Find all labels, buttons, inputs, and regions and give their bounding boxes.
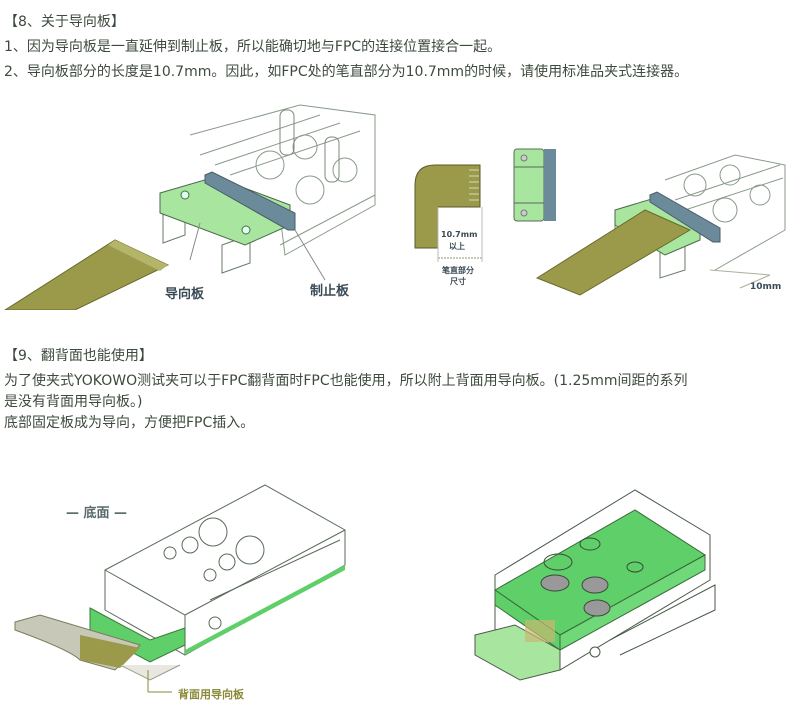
figure-assembled-clip <box>460 480 760 700</box>
fpc-dimension-diagram <box>414 164 483 262</box>
bottom-view-illustration <box>14 484 346 693</box>
label-back-guide-plate: 背面用导向板 <box>178 688 244 701</box>
dim-caption-line-1: 笔直部分 <box>442 266 474 275</box>
figure-fpc-inserted: 10mm <box>525 130 790 305</box>
dim-10mm-label: 10mm <box>750 282 782 292</box>
figure-guide-plate-clip: 导向板 制止板 <box>0 95 390 311</box>
section-8-line-2: 2、导向板部分的长度是10.7mm。因此，如FPC处的笔直部分为10.7mm的时… <box>4 64 689 80</box>
section-8-heading: 【8、关于导向板】 <box>4 14 125 30</box>
section-9-line-3: 底部固定板成为导向，方便把FPC插入。 <box>4 415 255 431</box>
assembled-clip-illustration <box>474 489 716 681</box>
clip-illustration <box>3 104 376 311</box>
section-9-line-1: 为了使夹式YOKOWO测试夹可以于FPC翻背面时FPC也能使用，所以附上背面用导… <box>4 373 688 389</box>
label-stop-plate: 制止板 <box>310 284 350 299</box>
section-8-line-1: 1、因为导向板是一直延伸到制止板，所以能确切地与FPC的连接位置接合一起。 <box>4 39 502 55</box>
figure-bottom-view: — 底面 — 背面用导向板 <box>0 470 360 710</box>
section-9-heading: 【9、翻背面也能使用】 <box>4 348 153 364</box>
clip-with-fpc-illustration <box>535 154 786 296</box>
figure-guide-side-view <box>510 145 560 225</box>
figure-straight-length: 10.7mm 以上 笔直部分 尺寸 <box>405 140 525 290</box>
label-bottom-view: — 底面 — <box>66 506 128 521</box>
dim-caption-line-2: 尺寸 <box>450 277 466 286</box>
guide-side-illustration <box>513 148 556 222</box>
section-9-line-2: 是没有背面用导向板。) <box>4 394 143 410</box>
dim-value: 10.7mm <box>441 230 478 239</box>
label-guide-plate: 导向板 <box>165 287 205 302</box>
dim-suffix: 以上 <box>449 242 465 251</box>
